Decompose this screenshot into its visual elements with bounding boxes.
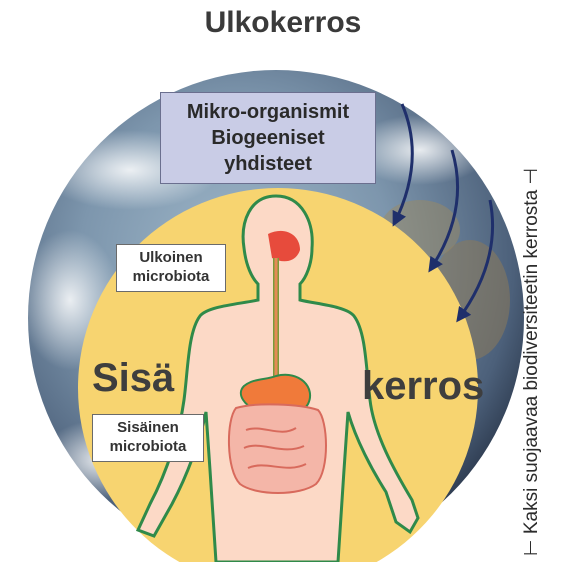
internal-microbiota-line-2: microbiota xyxy=(93,437,203,456)
side-caption-bracket-end: ⊣ xyxy=(521,168,542,190)
page-title: Ulkokerros xyxy=(0,6,566,40)
external-factors-line-1: Mikro-organismit xyxy=(161,99,375,125)
external-microbiota-line-1: Ulkoinen xyxy=(117,248,225,267)
side-caption-bracket-start: ⊢ xyxy=(521,534,542,556)
external-microbiota-label: Ulkoinen microbiota xyxy=(116,244,226,292)
side-caption-text: Kaksi suojaavaa biodiversiteetin kerrost… xyxy=(521,190,542,534)
inner-layer-word-right: kerros xyxy=(362,364,484,409)
side-caption: ⊢ Kaksi suojaavaa biodiversiteetin kerro… xyxy=(520,56,543,556)
internal-microbiota-line-1: Sisäinen xyxy=(93,418,203,437)
inner-layer-word-left: Sisä xyxy=(92,356,174,401)
external-factors-box: Mikro-organismit Biogeeniset yhdisteet xyxy=(160,92,376,184)
external-microbiota-line-2: microbiota xyxy=(117,267,225,286)
external-factors-line-2: Biogeeniset xyxy=(161,125,375,151)
internal-microbiota-label: Sisäinen microbiota xyxy=(92,414,204,462)
external-factors-line-3: yhdisteet xyxy=(161,151,375,177)
